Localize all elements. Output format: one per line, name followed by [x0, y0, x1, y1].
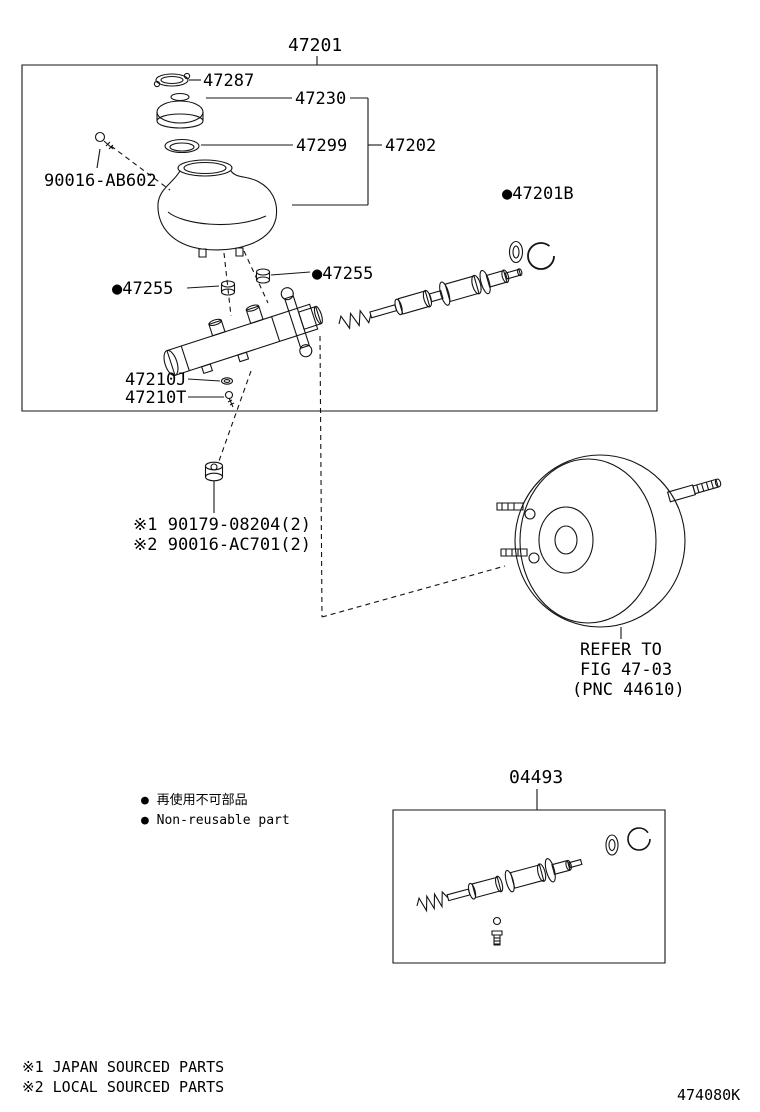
- label-nut-note1: ※1 90179-08204(2): [133, 515, 312, 535]
- label-cap: 47230: [295, 89, 347, 109]
- label-gasket: 47287: [203, 71, 255, 91]
- mounting-nut-drawing: [206, 462, 223, 481]
- reservoir-screw-drawing: [96, 133, 114, 150]
- bolt-drawing: [226, 392, 235, 408]
- repair-kit-piston-drawing: [414, 850, 584, 917]
- booster-ref-line2: FIG 47-03: [580, 660, 673, 680]
- grommet-right-drawing: [257, 269, 270, 283]
- label-reservoir: 47202: [385, 136, 437, 156]
- figure-code: 474080K: [677, 1086, 741, 1104]
- label-grommet-right: ●47255: [312, 264, 374, 284]
- label-grommet-left: ●47255: [112, 279, 174, 299]
- repair-kit-seals-drawing: [492, 828, 650, 945]
- label-reservoir-screw: 90016-AB602: [44, 171, 157, 191]
- booster-ref-line3: (PNC 44610): [572, 680, 685, 700]
- label-nut-note2: ※2 90016-AC701(2): [133, 535, 312, 555]
- repair-kit-box: [393, 810, 665, 963]
- reservoir-cap-drawing: [157, 94, 203, 129]
- label-diaphragm: 47299: [296, 136, 348, 156]
- label-clip: 47210J: [125, 370, 187, 390]
- leader-lines: [97, 56, 621, 810]
- label-snap-ring: ●47201B: [502, 184, 574, 204]
- legend-non-reusable-jp: ● 再使用不可部品: [141, 793, 248, 808]
- snap-ring-drawing: [510, 242, 555, 270]
- footer-local-sourced: ※2 LOCAL SOURCED PARTS: [22, 1078, 225, 1096]
- booster-ref-line1: REFER TO: [580, 640, 662, 660]
- label-bolt: 47210T: [125, 388, 187, 408]
- gasket-drawing: [154, 73, 189, 86]
- clip-drawing: [222, 378, 233, 384]
- main-assembly-box: [22, 65, 657, 411]
- main-assembly-part-number: 47201: [288, 35, 343, 56]
- footer-japan-sourced: ※1 JAPAN SOURCED PARTS: [22, 1058, 225, 1076]
- brake-booster-drawing: [497, 455, 722, 627]
- master-cylinder-drawing: [154, 280, 332, 399]
- piston-kit-drawing: [336, 260, 525, 335]
- grommet-left-drawing: [222, 281, 235, 295]
- repair-kit-part-number: 04493: [509, 767, 564, 788]
- diaphragm-drawing: [165, 140, 199, 153]
- reservoir-tank-drawing: [158, 160, 277, 257]
- legend-non-reusable-en: ● Non-reusable part: [141, 813, 290, 828]
